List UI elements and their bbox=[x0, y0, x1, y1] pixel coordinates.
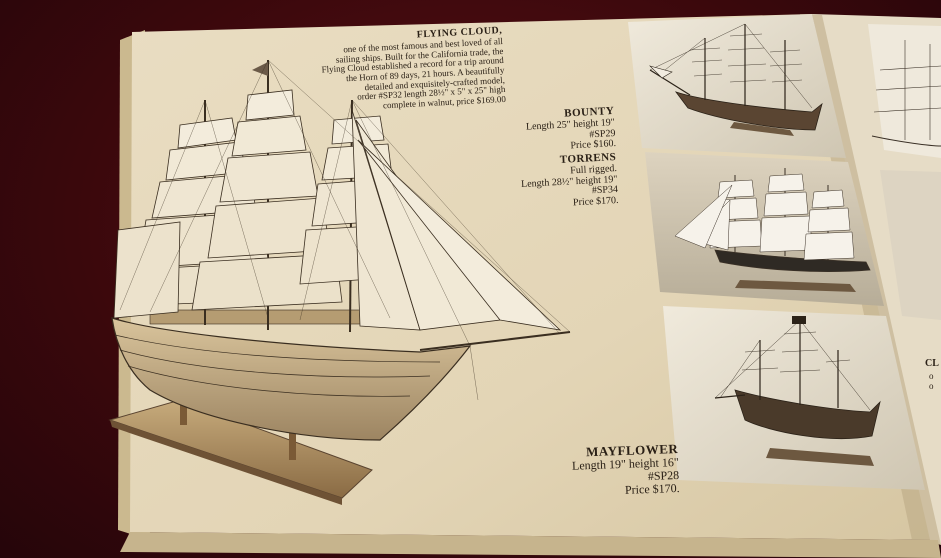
page-bottom-edge bbox=[120, 532, 941, 558]
torrens-ship bbox=[674, 168, 871, 292]
torrens-caption: TORRENS Full rigged. Length 28½" height … bbox=[508, 151, 619, 213]
edge-fragment-line: o bbox=[929, 380, 934, 391]
bounty-ship bbox=[648, 23, 823, 136]
flying-cloud-ship bbox=[108, 59, 571, 505]
edge-fragment-line: o bbox=[929, 371, 934, 381]
bounty-caption: BOUNTY Length 25" height 19" #SP29 Price… bbox=[506, 105, 617, 156]
right-page-photo-1 bbox=[868, 24, 941, 158]
edge-fragment-text: o o bbox=[929, 371, 934, 392]
mayflower-caption: MAYFLOWER Length 19" height 16" #SP28 Pr… bbox=[536, 441, 680, 500]
mayflower-photo bbox=[663, 306, 925, 490]
flying-cloud-caption: FLYING CLOUD, one of the most famous and… bbox=[282, 25, 506, 116]
edge-fragment-title: CL bbox=[925, 358, 939, 369]
right-page-photo-2 bbox=[880, 170, 941, 320]
right-page-ship bbox=[871, 40, 941, 147]
mayflower-ship bbox=[714, 316, 881, 466]
